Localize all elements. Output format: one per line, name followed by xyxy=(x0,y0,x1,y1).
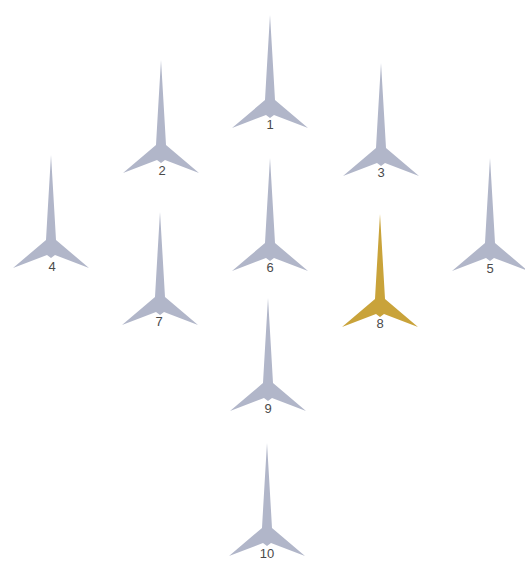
jet-shape xyxy=(123,60,199,173)
callout-number: 3 xyxy=(377,166,384,180)
jet-shape xyxy=(122,212,198,325)
jet-shape xyxy=(232,158,308,271)
callout-number: 4 xyxy=(48,260,55,274)
callout-number: 2 xyxy=(158,164,165,178)
callout-number: 1 xyxy=(266,118,273,132)
callout-number: 8 xyxy=(376,317,383,331)
callout-number: 7 xyxy=(155,315,162,329)
callout-number: 10 xyxy=(260,547,274,561)
jet-shape xyxy=(230,298,306,411)
callout-number: 5 xyxy=(486,262,493,276)
jet-shape xyxy=(343,63,419,176)
jet-shape xyxy=(229,443,305,556)
callout-number: 6 xyxy=(266,261,273,275)
jet-shape xyxy=(13,155,89,268)
jet-shape xyxy=(232,15,308,128)
jet-shape xyxy=(452,158,525,271)
callout-number: 9 xyxy=(264,402,271,416)
highlighted-jet-shape xyxy=(342,214,418,327)
